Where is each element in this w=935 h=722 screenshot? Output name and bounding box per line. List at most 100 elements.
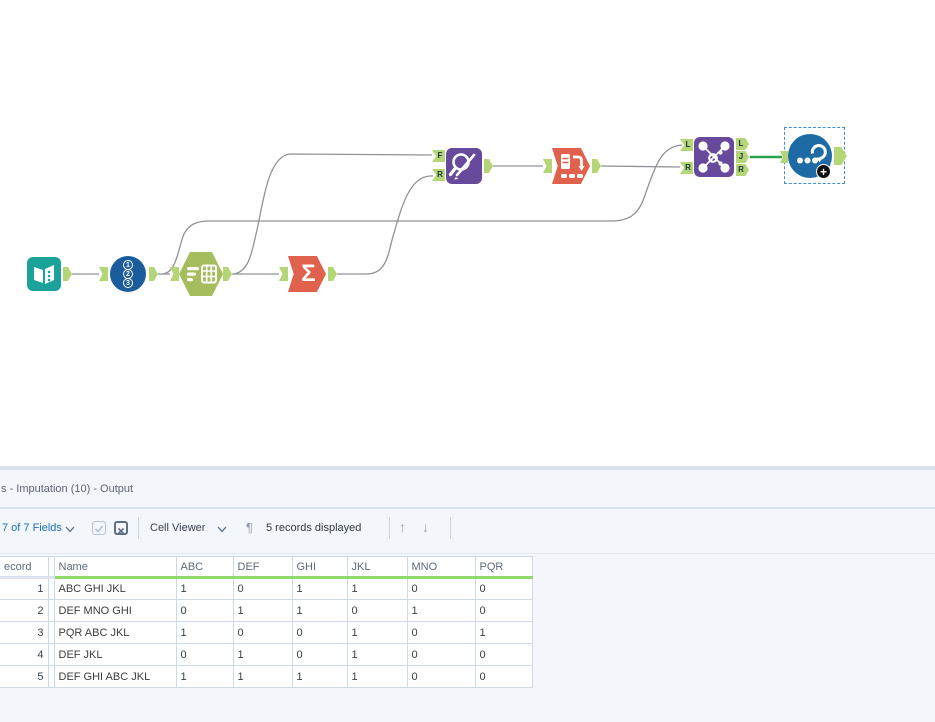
record-number-cell[interactable]: 4 <box>0 643 49 666</box>
digit-3-icon: 3 <box>123 278 133 288</box>
table-cell[interactable]: DEF GHI ABC JKL <box>53 665 177 688</box>
table-cell[interactable]: ABC GHI JKL <box>53 577 177 600</box>
scroll-down-button[interactable]: ↓ <box>422 519 429 535</box>
table-cell[interactable]: 0 <box>474 665 533 688</box>
output-anchor[interactable] <box>63 267 72 281</box>
table-cell[interactable]: 1 <box>406 599 476 622</box>
table-cell[interactable]: 1 <box>232 599 293 622</box>
input-anchor[interactable] <box>99 267 108 281</box>
table-cell[interactable]: 1 <box>291 665 348 688</box>
connection-crosstab-join-r[interactable] <box>600 165 681 168</box>
tool-find-replace[interactable] <box>446 148 482 184</box>
table-cell[interactable]: 1 <box>346 621 408 644</box>
select-all-checkbox-button[interactable] <box>92 521 106 535</box>
input-anchor-f[interactable]: F <box>432 150 445 162</box>
deselect-all-button[interactable] <box>114 521 128 535</box>
scroll-up-button[interactable]: ↑ <box>399 519 406 535</box>
fields-selector[interactable]: 7 of 7 Fields <box>2 522 62 534</box>
input-anchor[interactable] <box>279 267 288 281</box>
table-cell[interactable]: 1 <box>232 643 293 666</box>
output-anchor[interactable] <box>223 267 232 281</box>
table-row: 4 DEF JKL 0 1 0 1 0 0 <box>0 643 533 666</box>
column-header-record[interactable]: ecord <box>0 556 49 579</box>
table-cell[interactable]: 0 <box>175 599 234 622</box>
table-cell[interactable]: 1 <box>232 665 293 688</box>
table-cell[interactable]: 1 <box>175 577 234 600</box>
input-anchor[interactable] <box>170 267 179 281</box>
output-anchor[interactable] <box>149 267 158 281</box>
output-anchor-l[interactable]: L <box>736 138 749 150</box>
tool-hexagon-table[interactable] <box>179 252 223 296</box>
column-header-pqr[interactable]: PQR <box>474 556 533 579</box>
chevron-down-icon[interactable] <box>217 526 227 533</box>
imputation-icon <box>797 144 827 164</box>
table-row: 2 DEF MNO GHI 0 1 1 0 1 0 <box>0 599 533 622</box>
table-cell[interactable]: 1 <box>346 577 408 600</box>
table-cell[interactable]: 0 <box>291 621 348 644</box>
record-number-cell[interactable]: 3 <box>0 621 49 644</box>
tool-record-id[interactable]: 1 2 3 <box>110 256 146 292</box>
table-cell[interactable]: DEF MNO GHI <box>53 599 177 622</box>
table-cell[interactable]: 0 <box>406 577 476 600</box>
sigma-icon: Σ <box>301 260 316 287</box>
table-cell[interactable]: 1 <box>175 621 234 644</box>
table-cell[interactable]: 0 <box>474 643 533 666</box>
tool-join[interactable] <box>694 137 734 177</box>
table-cell[interactable]: 1 <box>346 643 408 666</box>
cell-viewer-dropdown[interactable]: Cell Viewer <box>150 522 206 534</box>
connection-hexagon-findreplace-f[interactable] <box>233 153 433 275</box>
tool-input-data[interactable] <box>27 257 61 291</box>
chevron-down-icon[interactable] <box>65 526 75 533</box>
table-cell[interactable]: 1 <box>346 665 408 688</box>
connection-summarize-findreplace-r[interactable] <box>337 175 433 275</box>
table-cell[interactable]: 0 <box>346 599 408 622</box>
tool-summarize[interactable]: Σ <box>288 256 326 292</box>
header-row: ecord Name ABC DEF GHI JKL MNO PQR <box>0 556 533 579</box>
connection-recordid-join-l[interactable] <box>162 144 683 275</box>
table-cell[interactable]: 0 <box>406 665 476 688</box>
table-cell[interactable]: 0 <box>291 643 348 666</box>
tool-cross-tab[interactable] <box>552 148 590 184</box>
table-cell[interactable]: DEF JKL <box>53 643 177 666</box>
column-header-ghi[interactable]: GHI <box>291 556 348 579</box>
table-cell[interactable]: 1 <box>291 599 348 622</box>
results-panel-title: s - Imputation (10) - Output <box>1 483 134 495</box>
tool-imputation-macro[interactable]: + <box>788 134 832 179</box>
input-anchor-r[interactable]: R <box>680 162 693 174</box>
column-header-name[interactable]: Name <box>53 556 177 579</box>
table-cell[interactable]: 0 <box>406 621 476 644</box>
workflow-canvas[interactable]: 1 2 3 Σ F R <box>0 0 935 466</box>
table-cell[interactable]: 1 <box>474 621 533 644</box>
input-anchor[interactable] <box>780 151 788 163</box>
output-anchor[interactable] <box>592 159 601 173</box>
column-header-jkl[interactable]: JKL <box>346 556 408 579</box>
output-anchor-j[interactable]: J <box>736 151 749 163</box>
record-number-cell[interactable]: 5 <box>0 665 49 688</box>
output-anchor[interactable] <box>328 267 337 281</box>
output-anchor[interactable] <box>484 159 493 173</box>
input-anchor[interactable] <box>543 159 552 173</box>
table-cell[interactable]: 1 <box>291 577 348 600</box>
table-cell[interactable]: 0 <box>232 621 293 644</box>
list-table-icon <box>187 264 217 284</box>
output-anchor[interactable] <box>834 147 847 165</box>
table-cell[interactable]: 0 <box>406 643 476 666</box>
whitespace-toggle-button[interactable]: ¶ <box>246 520 253 535</box>
column-header-mno[interactable]: MNO <box>406 556 476 579</box>
input-anchor-l[interactable]: L <box>680 139 693 151</box>
table-cell[interactable]: 0 <box>175 643 234 666</box>
x-icon <box>117 527 125 535</box>
record-number-cell[interactable]: 1 <box>0 577 49 600</box>
output-anchor-r[interactable]: R <box>736 164 749 176</box>
column-header-def[interactable]: DEF <box>232 556 293 579</box>
results-toolbar: 7 of 7 Fields Cell Viewer ¶ 5 re <box>0 509 935 553</box>
table-cell[interactable]: 0 <box>474 577 533 600</box>
table-cell[interactable]: 0 <box>474 599 533 622</box>
record-number-cell[interactable]: 2 <box>0 599 49 622</box>
table-cell[interactable]: PQR ABC JKL <box>53 621 177 644</box>
column-header-abc[interactable]: ABC <box>175 556 234 579</box>
table-cell[interactable]: 1 <box>175 665 234 688</box>
input-anchor-r[interactable]: R <box>432 169 445 181</box>
table-cell[interactable]: 0 <box>232 577 293 600</box>
